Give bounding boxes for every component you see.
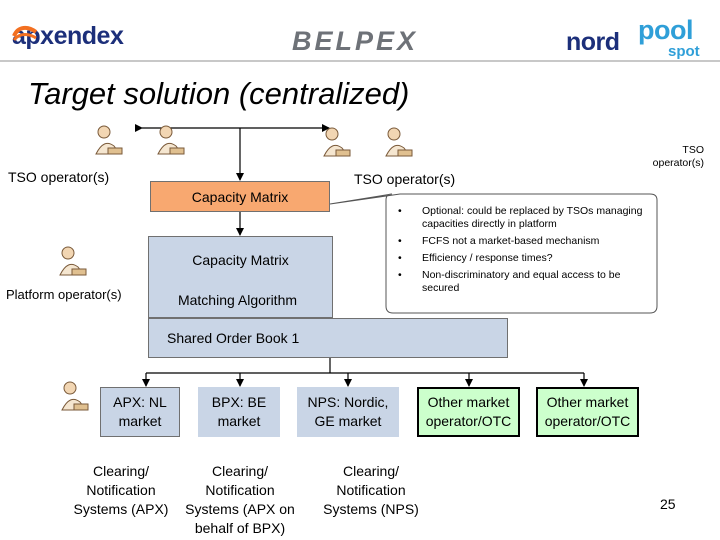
callout-item: Efficiency / response times? bbox=[398, 252, 656, 265]
page-title: Target solution (centralized) bbox=[28, 76, 410, 111]
tso-operator-label-right: TSO operator(s) bbox=[640, 144, 704, 170]
callout-item: Optional: could be replaced by TSOs mana… bbox=[398, 205, 656, 231]
page-number: 25 bbox=[660, 496, 676, 512]
clearing-nps-line: Systems (NPS) bbox=[323, 501, 419, 517]
callout-notes: Optional: could be replaced by TSOs mana… bbox=[398, 205, 656, 299]
tso-operator-label-mid: TSO operator(s) bbox=[354, 171, 456, 187]
market-other2-line-1: Other market bbox=[546, 394, 629, 410]
clearing-apx: Clearing/ Notification Systems (APX) bbox=[56, 462, 186, 519]
market-other1-line-1: Other market bbox=[427, 394, 510, 410]
person-at-desk-icon bbox=[95, 125, 123, 155]
tso-right-line-1: TSO bbox=[682, 144, 704, 156]
market-box-apx: APX: NL market bbox=[100, 387, 180, 437]
clearing-bpx: Clearing/ Notification Systems (APX on b… bbox=[170, 462, 310, 538]
clearing-nps-line: Clearing/ bbox=[342, 463, 400, 479]
clearing-apx-line: Clearing/ bbox=[92, 463, 150, 479]
swirl-icon bbox=[12, 25, 38, 42]
clearing-bpx-line: Notification bbox=[205, 482, 275, 498]
market-bpx-line-2: market bbox=[217, 413, 261, 429]
clearing-bpx-line: behalf of BPX) bbox=[194, 520, 286, 536]
market-box-nps: NPS: Nordic, GE market bbox=[297, 387, 399, 437]
callout-item: Non-discriminatory and equal access to b… bbox=[398, 269, 656, 295]
person-at-desk-icon bbox=[323, 127, 351, 157]
callout-item: FCFS not a market-based mechanism bbox=[398, 235, 656, 248]
apx-endex-logo: apx endex bbox=[12, 22, 124, 51]
market-box-other-1: Other market operator/OTC bbox=[417, 387, 520, 437]
market-nps-line-1: NPS: Nordic, bbox=[307, 394, 389, 410]
shared-order-book-box: Shared Order Book 1 bbox=[148, 318, 508, 358]
market-nps-line-2: GE market bbox=[314, 413, 382, 429]
market-apx-line-2: market bbox=[118, 413, 162, 429]
logo-pool-text: pool bbox=[638, 15, 693, 45]
clearing-nps-line: Notification bbox=[336, 482, 406, 498]
header-divider bbox=[0, 60, 720, 62]
logo-endex-text: endex bbox=[53, 22, 124, 50]
person-at-desk-icon bbox=[157, 125, 185, 155]
platform-operator-label: Platform operator(s) bbox=[6, 287, 122, 302]
person-at-desk-icon bbox=[385, 127, 413, 157]
clearing-nps: Clearing/ Notification Systems (NPS) bbox=[306, 462, 436, 519]
clearing-bpx-line: Systems (APX on bbox=[185, 501, 295, 517]
clearing-apx-line: Systems (APX) bbox=[73, 501, 169, 517]
platform-capacity-matrix-label: Capacity Matrix bbox=[192, 252, 289, 268]
market-other2-line-2: operator/OTC bbox=[544, 413, 631, 429]
tso-operator-label-left: TSO operator(s) bbox=[8, 169, 110, 185]
matching-algorithm-label: Matching Algorithm bbox=[177, 292, 298, 308]
logo-spot-text: spot bbox=[668, 43, 700, 60]
market-box-bpx: BPX: BE market bbox=[198, 387, 280, 437]
person-at-desk-icon bbox=[61, 381, 89, 411]
belpex-logo: BELPEX bbox=[292, 26, 418, 57]
clearing-apx-line: Notification bbox=[86, 482, 156, 498]
market-apx-line-1: APX: NL bbox=[113, 394, 167, 410]
market-other1-line-2: operator/OTC bbox=[425, 413, 512, 429]
person-at-desk-icon bbox=[59, 246, 87, 276]
nordpool-spot-logo: nord pool spot bbox=[566, 14, 712, 64]
market-bpx-line-1: BPX: BE bbox=[211, 394, 267, 410]
logo-nord-text: nord bbox=[566, 28, 620, 56]
clearing-bpx-line: Clearing/ bbox=[211, 463, 269, 479]
platform-box bbox=[148, 236, 333, 318]
logo-belpex-text: BELPEX bbox=[292, 26, 419, 56]
tso-right-line-2: operator(s) bbox=[652, 157, 704, 169]
capacity-matrix-box: Capacity Matrix bbox=[150, 181, 330, 212]
market-box-other-2: Other market operator/OTC bbox=[536, 387, 639, 437]
